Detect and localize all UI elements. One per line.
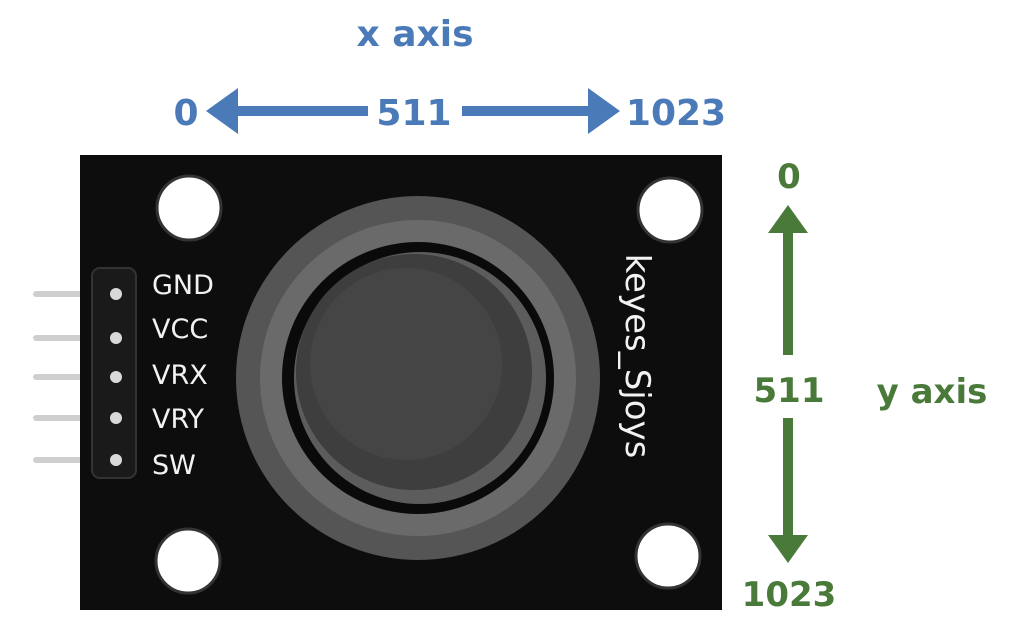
x-arrow-left-head	[206, 88, 238, 134]
board-label: keyes_Sjoys	[617, 254, 657, 459]
x-axis-title: x axis	[356, 14, 473, 55]
x-axis-arrow	[206, 88, 620, 134]
pin-label-vry: VRY	[152, 404, 205, 435]
mounting-hole-bottom-right	[634, 522, 702, 590]
joystick-knob	[236, 196, 600, 560]
mounting-hole-bottom-left	[154, 527, 222, 595]
mounting-hole-top-left	[155, 174, 223, 242]
pin-label-vrx: VRX	[152, 360, 208, 391]
x-axis-min-label: 0	[173, 93, 198, 134]
pin-label-sw: SW	[152, 450, 196, 481]
y-axis-mid-label: 511	[754, 371, 825, 411]
y-arrow-bottom-head	[768, 535, 808, 563]
y-axis-min-label: 0	[777, 157, 801, 197]
y-axis-arrow	[768, 205, 808, 563]
x-axis-mid-label: 511	[376, 93, 451, 134]
y-axis-title: y axis	[877, 372, 988, 412]
x-arrow-right-head	[588, 88, 620, 134]
pin-header-on-board	[91, 267, 137, 479]
mounting-hole-top-right	[636, 176, 704, 244]
pin-label-vcc: VCC	[152, 314, 208, 345]
x-axis-max-label: 1023	[626, 93, 726, 134]
y-axis-max-label: 1023	[742, 575, 837, 615]
y-arrow-top-head	[768, 205, 808, 233]
pin-label-gnd: GND	[152, 270, 214, 301]
